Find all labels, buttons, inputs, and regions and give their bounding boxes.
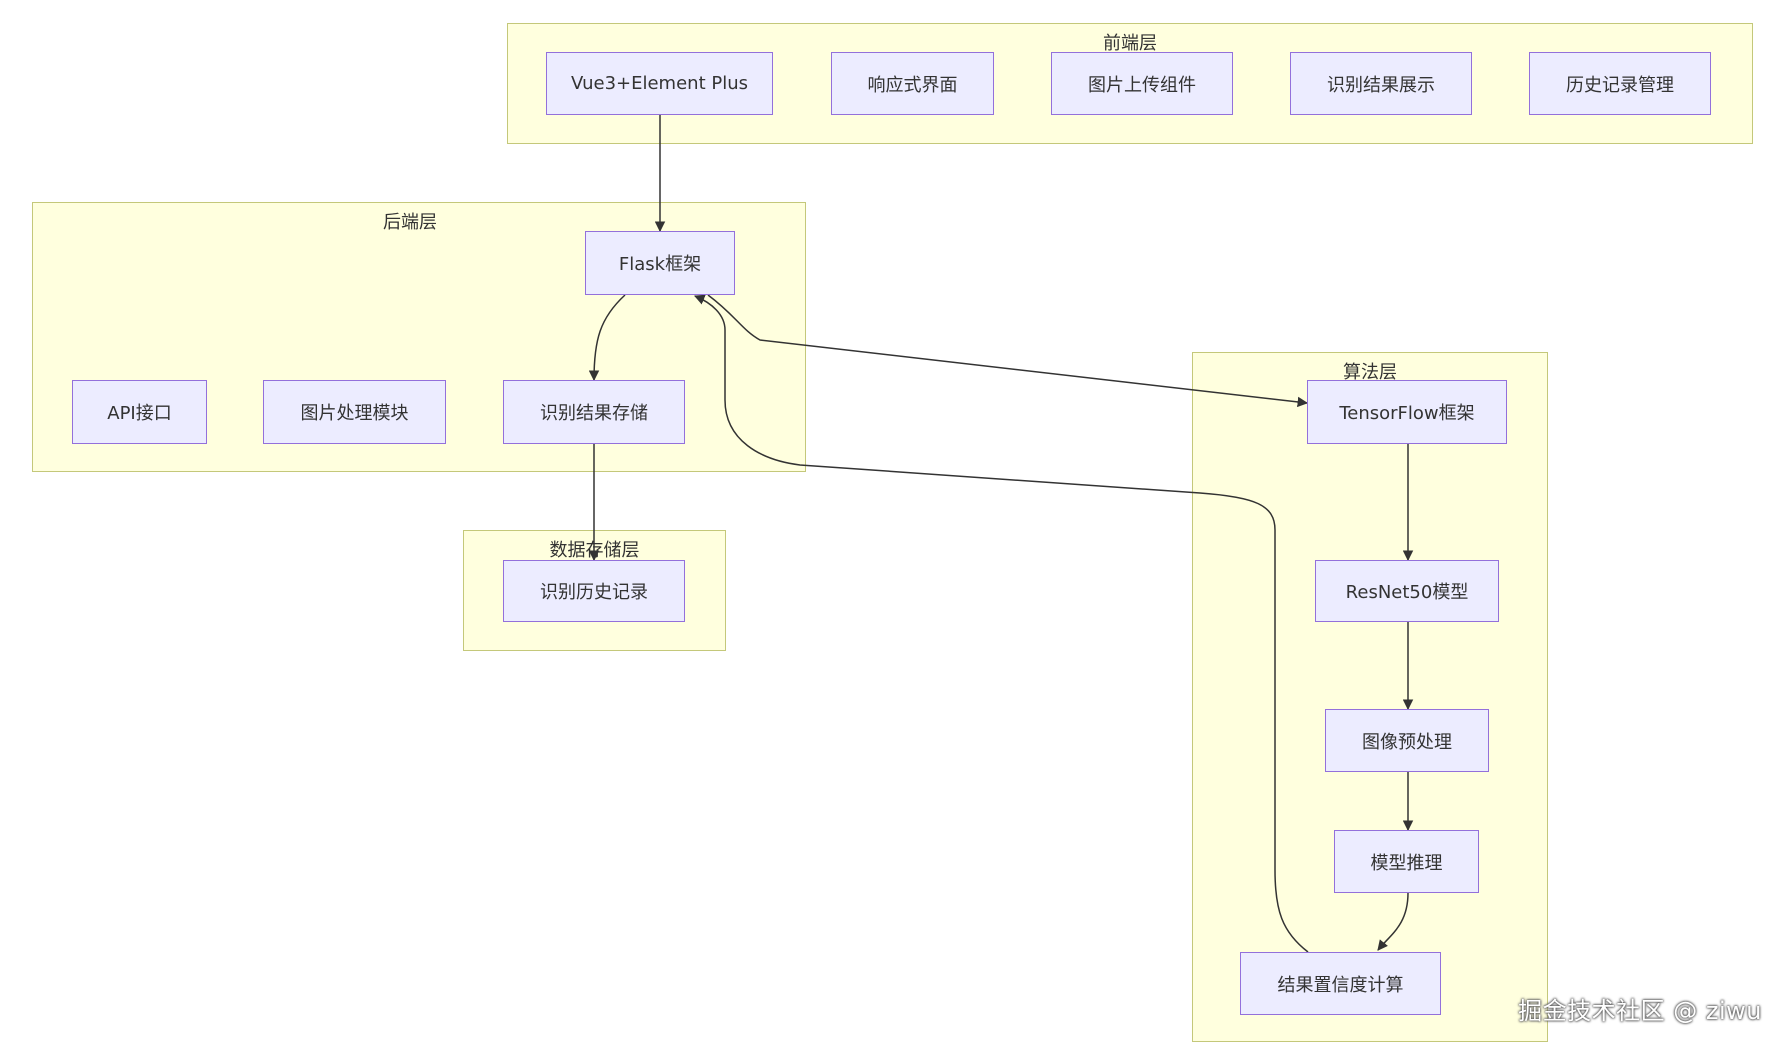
node-result-display: 识别结果展示: [1290, 52, 1472, 115]
node-history-management: 历史记录管理: [1529, 52, 1711, 115]
node-confidence: 结果置信度计算: [1240, 952, 1441, 1015]
edge-inference-confidence: [1377, 892, 1409, 951]
edge-flask-result-store: [588, 294, 626, 382]
cluster-algorithm-label: 算法层: [1343, 362, 1397, 383]
edge-flask-tensorflow: [707, 294, 1309, 408]
edge-confidence-flask: [694, 294, 1309, 953]
node-upload-component: 图片上传组件: [1051, 52, 1233, 115]
cluster-frontend-label: 前端层: [1103, 33, 1157, 54]
node-flask: Flask框架: [585, 231, 735, 295]
node-vue: Vue3+Element Plus: [546, 52, 773, 115]
node-image-processing: 图片处理模块: [263, 380, 446, 444]
cluster-algorithm: 算法层: [1192, 352, 1548, 1042]
node-result-storage: 识别结果存储: [503, 380, 685, 444]
node-responsive-ui: 响应式界面: [831, 52, 994, 115]
watermark: 掘金技术社区 @ ziwu: [1518, 997, 1762, 1025]
node-resnet50: ResNet50模型: [1315, 560, 1499, 622]
node-inference: 模型推理: [1334, 830, 1479, 893]
node-api: API接口: [72, 380, 207, 444]
node-preprocess: 图像预处理: [1325, 709, 1489, 772]
cluster-backend-label: 后端层: [383, 212, 437, 233]
node-history-record: 识别历史记录: [503, 560, 685, 622]
node-tensorflow: TensorFlow框架: [1307, 380, 1507, 444]
